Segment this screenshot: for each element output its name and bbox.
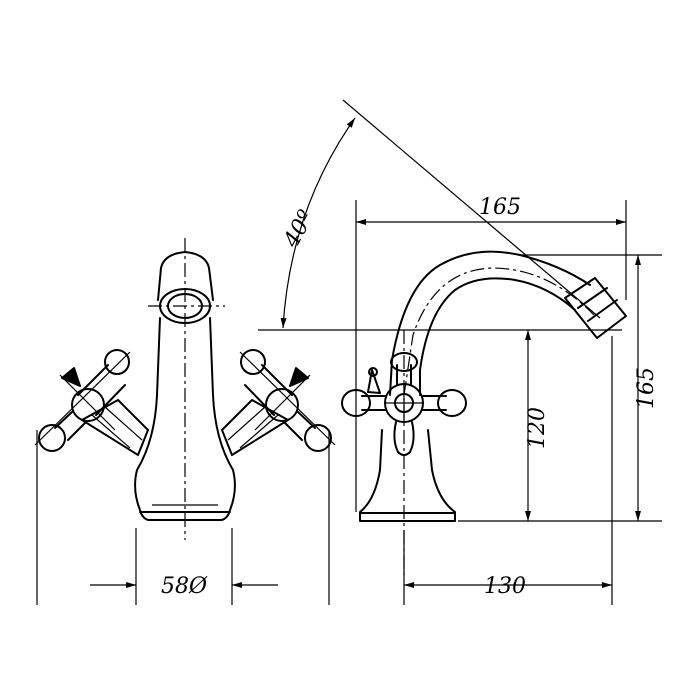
front-left-valve-body [81, 399, 149, 456]
side-cross-handle [341, 352, 467, 456]
side-spout-outer [391, 250, 591, 361]
dimension-depth: 130 [404, 574, 612, 599]
side-spout-inner [419, 277, 576, 371]
side-spout-nozzle [564, 277, 627, 339]
front-spout-cap [157, 251, 214, 301]
angle-reference-line [342, 99, 601, 319]
front-left-cross-handle [34, 349, 131, 452]
dimension-spout-height: 120 [525, 330, 550, 521]
dimension-base-diameter: 58Ø [90, 574, 278, 599]
front-right-valve-knurl [227, 406, 279, 449]
side-body [359, 429, 456, 522]
angle-arc [280, 117, 356, 329]
dimension-total-height-label: 165 [634, 367, 659, 409]
dimension-reach-label: 165 [479, 195, 521, 220]
side-spout-centerline [403, 267, 595, 396]
dimension-total-height: 165 [634, 255, 659, 521]
front-spout-outlet-outer [159, 288, 211, 324]
dimension-reach: 165 [356, 195, 626, 225]
front-spout-outlet-inner [167, 293, 203, 319]
side-nozzle-ring-2 [587, 299, 618, 322]
dimension-angle-label: 40º [279, 206, 320, 252]
dimension-spout-height-label: 120 [525, 407, 550, 449]
front-right-cross-handle [239, 349, 336, 452]
front-view: 58Ø [34, 238, 336, 605]
side-view: 40º 165 130 120 165 [258, 99, 662, 605]
front-right-valve-body [221, 399, 289, 456]
front-body [134, 317, 236, 521]
side-nozzle-ring-1 [577, 287, 608, 309]
front-left-valve-knurl [91, 406, 143, 449]
dimension-depth-label: 130 [484, 574, 526, 599]
dimension-base-diameter-label: 58Ø [161, 574, 208, 599]
